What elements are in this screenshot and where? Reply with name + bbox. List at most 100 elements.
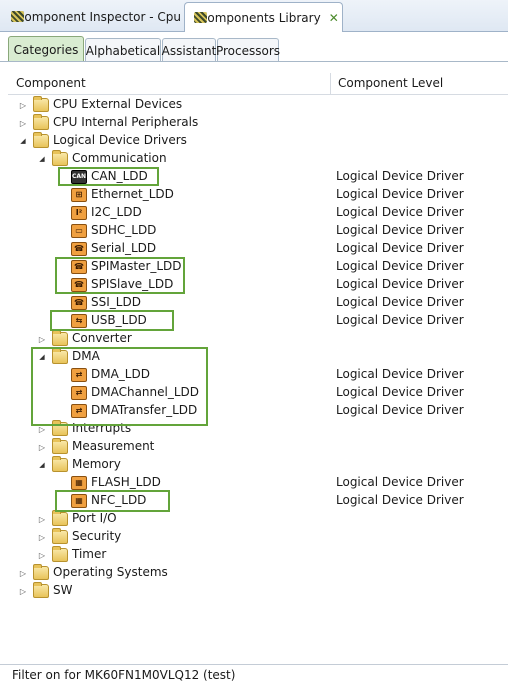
- component-level: Logical Device Driver: [336, 295, 464, 309]
- tree-item-sw[interactable]: SW: [0, 582, 508, 600]
- tab-component-inspector[interactable]: Component Inspector - Cpu: [2, 2, 184, 32]
- tree-label: CAN_LDD: [91, 169, 148, 183]
- component-level: Logical Device Driver: [336, 385, 464, 399]
- tree-label: DMA: [72, 349, 100, 363]
- ethernet-icon: ⊞: [71, 188, 87, 202]
- tree-item-communication[interactable]: Communication: [0, 150, 508, 168]
- tree-item-interrupts[interactable]: Interrupts: [0, 420, 508, 438]
- ssi-phone-icon: ☎: [71, 296, 87, 310]
- tab-components-library[interactable]: Components Library ✕: [184, 2, 343, 32]
- tab-processors[interactable]: Processors: [216, 38, 280, 62]
- expand-icon[interactable]: [37, 546, 47, 564]
- tree-item-dma[interactable]: DMA: [0, 348, 508, 366]
- expand-icon[interactable]: [37, 330, 47, 348]
- usb-icon: ⇆: [71, 314, 87, 328]
- view-tab-bar: Component Inspector - Cpu Components Lib…: [0, 0, 508, 32]
- tree-item-operating-systems[interactable]: Operating Systems: [0, 564, 508, 582]
- expand-icon[interactable]: [18, 96, 28, 114]
- tab-label: Component Inspector - Cpu: [16, 10, 182, 24]
- tree-label: Operating Systems: [53, 565, 168, 579]
- tree-label: CPU External Devices: [53, 97, 183, 111]
- expand-icon[interactable]: [18, 582, 28, 600]
- folder-icon: [33, 114, 49, 130]
- tree-item-usb-ldd[interactable]: ⇆ USB_LDD Logical Device Driver: [0, 312, 508, 330]
- folder-icon: [33, 96, 49, 112]
- component-level: Logical Device Driver: [336, 205, 464, 219]
- dma-icon: ⇄: [71, 386, 87, 400]
- tree-label: FLASH_LDD: [91, 475, 161, 489]
- tree-label: SW: [53, 583, 73, 597]
- expand-icon[interactable]: [37, 420, 47, 438]
- tree-item-portio[interactable]: Port I/O: [0, 510, 508, 528]
- tree-item-measurement[interactable]: Measurement: [0, 438, 508, 456]
- tree-item-sdhc-ldd[interactable]: ▭ SDHC_LDD Logical Device Driver: [0, 222, 508, 240]
- collapse-icon[interactable]: [37, 150, 47, 168]
- serial-phone-icon: ☎: [71, 242, 87, 256]
- tree-item-ssi-ldd[interactable]: ☎ SSI_LDD Logical Device Driver: [0, 294, 508, 312]
- tree-label: Timer: [72, 547, 107, 561]
- tree-item-dmatransfer-ldd[interactable]: ⇄ DMATransfer_LDD Logical Device Driver: [0, 402, 508, 420]
- tab-alphabetical[interactable]: Alphabetical: [85, 38, 161, 62]
- component-level: Logical Device Driver: [336, 241, 464, 255]
- component-level: Logical Device Driver: [336, 187, 464, 201]
- table-header: Component Component Level: [8, 73, 508, 95]
- tree-item-security[interactable]: Security: [0, 528, 508, 546]
- tree-item-memory[interactable]: Memory: [0, 456, 508, 474]
- filter-status: Filter on for MK60FN1M0VLQ12 (test): [12, 668, 236, 682]
- folder-icon: [33, 582, 49, 598]
- collapse-icon[interactable]: [37, 348, 47, 366]
- tree-label: SPIMaster_LDD: [91, 259, 182, 273]
- folder-icon: [52, 510, 68, 526]
- spi-phone-icon: ☎: [71, 278, 87, 292]
- collapse-icon[interactable]: [18, 132, 28, 150]
- tree-item-flash-ldd[interactable]: ▦ FLASH_LDD Logical Device Driver: [0, 474, 508, 492]
- component-level: Logical Device Driver: [336, 475, 464, 489]
- tree-item-nfc-ldd[interactable]: ▦ NFC_LDD Logical Device Driver: [0, 492, 508, 510]
- tree-label: SSI_LDD: [91, 295, 141, 309]
- tree-label: Converter: [72, 331, 132, 345]
- column-header-level[interactable]: Component Level: [338, 76, 444, 90]
- column-header-component[interactable]: Component: [16, 76, 86, 90]
- tree-item-spislave-ldd[interactable]: ☎ SPISlave_LDD Logical Device Driver: [0, 276, 508, 294]
- component-level: Logical Device Driver: [336, 313, 464, 327]
- expand-icon[interactable]: [37, 438, 47, 456]
- tree-label: NFC_LDD: [91, 493, 147, 507]
- tree-item-dmachannel-ldd[interactable]: ⇄ DMAChannel_LDD Logical Device Driver: [0, 384, 508, 402]
- component-level: Logical Device Driver: [336, 223, 464, 237]
- expand-icon[interactable]: [18, 564, 28, 582]
- tree-item-ldd[interactable]: Logical Device Drivers: [0, 132, 508, 150]
- tree-item-cpu-internal[interactable]: CPU Internal Peripherals: [0, 114, 508, 132]
- tab-divider: [0, 61, 508, 62]
- expand-icon[interactable]: [18, 114, 28, 132]
- folder-icon: [52, 528, 68, 544]
- flash-chip-icon: ▦: [71, 476, 87, 490]
- tree-label: Port I/O: [72, 511, 117, 525]
- folder-open-icon: [33, 132, 49, 148]
- component-level: Logical Device Driver: [336, 259, 464, 273]
- sd-card-icon: ▭: [71, 224, 87, 238]
- tree-label: SPISlave_LDD: [91, 277, 174, 291]
- component-level: Logical Device Driver: [336, 367, 464, 381]
- tree-label: CPU Internal Peripherals: [53, 115, 199, 129]
- tree-item-cpu-external[interactable]: CPU External Devices: [0, 96, 508, 114]
- tab-categories[interactable]: Categories: [8, 36, 84, 62]
- can-bus-icon: CAN: [71, 170, 87, 184]
- collapse-icon[interactable]: [37, 456, 47, 474]
- tree-label: DMAChannel_LDD: [91, 385, 200, 399]
- close-icon[interactable]: ✕: [328, 10, 339, 25]
- tree-item-converter[interactable]: Converter: [0, 330, 508, 348]
- tree-item-i2c-ldd[interactable]: I² I2C_LDD Logical Device Driver: [0, 204, 508, 222]
- tree-label: Interrupts: [72, 421, 132, 435]
- tree-item-spimaster-ldd[interactable]: ☎ SPIMaster_LDD Logical Device Driver: [0, 258, 508, 276]
- expand-icon[interactable]: [37, 510, 47, 528]
- folder-open-icon: [52, 456, 68, 472]
- tab-assistant[interactable]: Assistant: [162, 38, 216, 62]
- expand-icon[interactable]: [37, 528, 47, 546]
- tree-item-serial-ldd[interactable]: ☎ Serial_LDD Logical Device Driver: [0, 240, 508, 258]
- folder-icon: [52, 438, 68, 454]
- tree-item-ethernet-ldd[interactable]: ⊞ Ethernet_LDD Logical Device Driver: [0, 186, 508, 204]
- tree-item-dma-ldd[interactable]: ⇄ DMA_LDD Logical Device Driver: [0, 366, 508, 384]
- column-divider[interactable]: [330, 73, 331, 95]
- tree-item-can-ldd[interactable]: CAN CAN_LDD Logical Device Driver: [0, 168, 508, 186]
- tree-item-timer[interactable]: Timer: [0, 546, 508, 564]
